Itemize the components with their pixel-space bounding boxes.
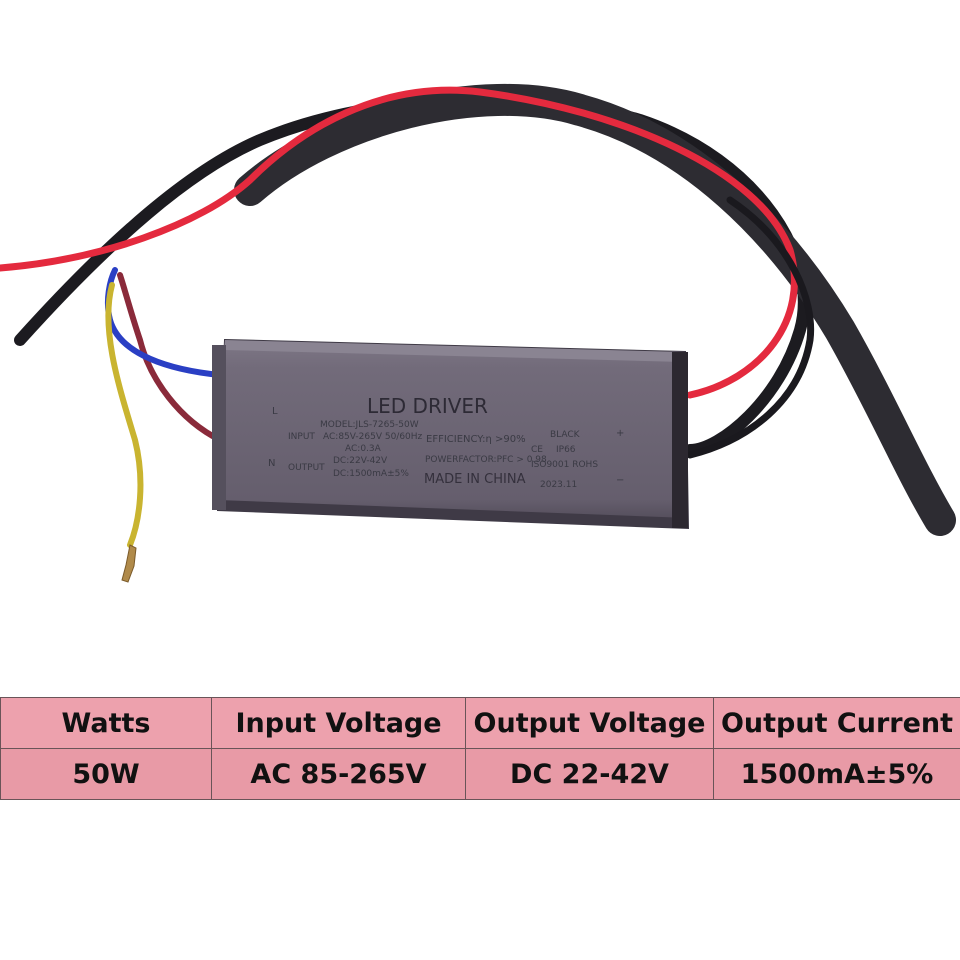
led-driver-housing: [212, 338, 690, 530]
driver-power-factor: POWERFACTOR:PFC > 0.98: [425, 455, 547, 465]
driver-input-current: AC:0.3A: [345, 444, 382, 454]
wire-terminal: [121, 544, 137, 583]
terminal-minus-label: −: [616, 475, 624, 486]
spec-value-output-voltage: DC 22-42V: [465, 748, 714, 800]
ce-mark: CE: [531, 445, 543, 455]
spec-header-output-current: Output Current: [713, 697, 960, 749]
driver-output-voltage: DC:22V-42V: [333, 456, 388, 466]
driver-ip-rating: IP66: [556, 445, 576, 455]
terminal-neutral-label: N: [268, 458, 275, 469]
driver-model: MODEL:JLS-7265-50W: [320, 420, 419, 430]
spec-value-input-voltage: AC 85-265V: [211, 748, 466, 800]
spec-value-output-current: 1500mA±5%: [713, 748, 960, 800]
spec-header-output-voltage: Output Voltage: [465, 697, 714, 749]
driver-date: 2023.11: [540, 480, 577, 490]
spec-table-value-row: 50W AC 85-265V DC 22-42V 1500mA±5%: [0, 748, 960, 800]
driver-certification: ISO9001 ROHS: [531, 460, 598, 470]
spec-value-watts: 50W: [0, 748, 212, 800]
driver-input-label: INPUT: [288, 432, 315, 442]
spec-table-header-row: Watts Input Voltage Output Voltage Outpu…: [0, 697, 960, 749]
driver-input-spec: AC:85V-265V 50/60Hz: [323, 432, 423, 442]
spec-table: Watts Input Voltage Output Voltage Outpu…: [0, 697, 960, 800]
terminal-plus-label: +: [616, 428, 624, 439]
spec-header-input-voltage: Input Voltage: [211, 697, 466, 749]
driver-origin: MADE IN CHINA: [424, 472, 526, 487]
black-wire: [686, 196, 815, 459]
black-main-cable: [234, 84, 956, 536]
yellow-green-wire: [105, 282, 144, 548]
driver-output-label: OUTPUT: [288, 463, 325, 473]
driver-efficiency: EFFICIENCY:η >90%: [426, 434, 526, 445]
terminal-live-label: L: [272, 406, 278, 417]
red-wire: [0, 86, 798, 399]
brown-wire: [117, 272, 223, 443]
driver-output-current: DC:1500mA±5%: [333, 469, 409, 479]
led-driver-photo: L N LED DRIVER MODEL:JLS-7265-50W INPUT …: [0, 84, 956, 583]
driver-title: LED DRIVER: [367, 394, 488, 418]
spec-header-watts: Watts: [0, 697, 212, 749]
driver-color: BLACK: [550, 430, 581, 440]
